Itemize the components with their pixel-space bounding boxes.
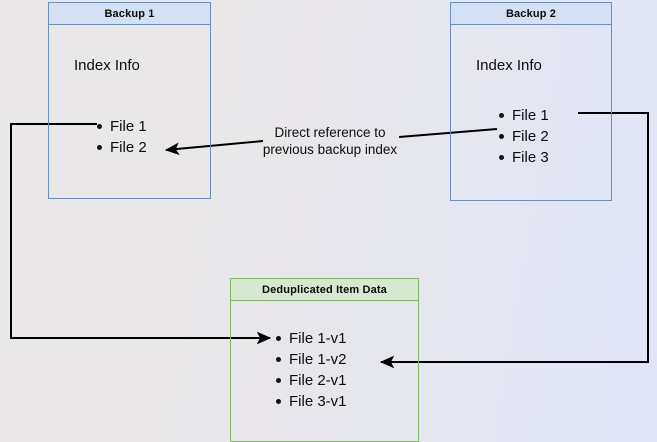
list-item: File 1 [497, 105, 549, 126]
list-item: File 1 [95, 116, 147, 137]
deduplicated-item-data-box[interactable]: Deduplicated Item Data File 1-v1 File 1-… [230, 278, 419, 442]
backup-1-box[interactable]: Backup 1 Index Info File 1 File 2 [48, 2, 211, 199]
backup-2-box[interactable]: Backup 2 Index Info File 1 File 2 File 3 [450, 2, 612, 201]
list-item: File 1-v2 [274, 349, 347, 370]
backup-2-file-list: File 1 File 2 File 3 [497, 105, 549, 168]
backup-1-header: Backup 1 [49, 3, 210, 25]
direct-reference-annotation: Direct reference to previous backup inde… [250, 124, 410, 158]
deduplicated-item-data-body: File 1-v1 File 1-v2 File 2-v1 File 3-v1 [231, 301, 418, 441]
backup-2-header: Backup 2 [451, 3, 611, 25]
deduplicated-item-data-header: Deduplicated Item Data [231, 279, 418, 301]
dedup-file-list: File 1-v1 File 1-v2 File 2-v1 File 3-v1 [274, 328, 347, 412]
list-item: File 3-v1 [274, 391, 347, 412]
backup-1-body: Index Info File 1 File 2 [49, 25, 210, 198]
list-item: File 2-v1 [274, 370, 347, 391]
backup-1-file-list: File 1 File 2 [95, 116, 147, 158]
direct-reference-line-2: previous backup index [262, 142, 398, 157]
backup-2-body: Index Info File 1 File 2 File 3 [451, 25, 611, 200]
list-item: File 2 [497, 126, 549, 147]
list-item: File 3 [497, 147, 549, 168]
backup-2-index-info-label: Index Info [476, 57, 542, 74]
backup-1-index-info-label: Index Info [74, 57, 140, 74]
direct-reference-line-1: Direct reference to [274, 125, 386, 140]
list-item: File 1-v1 [274, 328, 347, 349]
list-item: File 2 [95, 137, 147, 158]
